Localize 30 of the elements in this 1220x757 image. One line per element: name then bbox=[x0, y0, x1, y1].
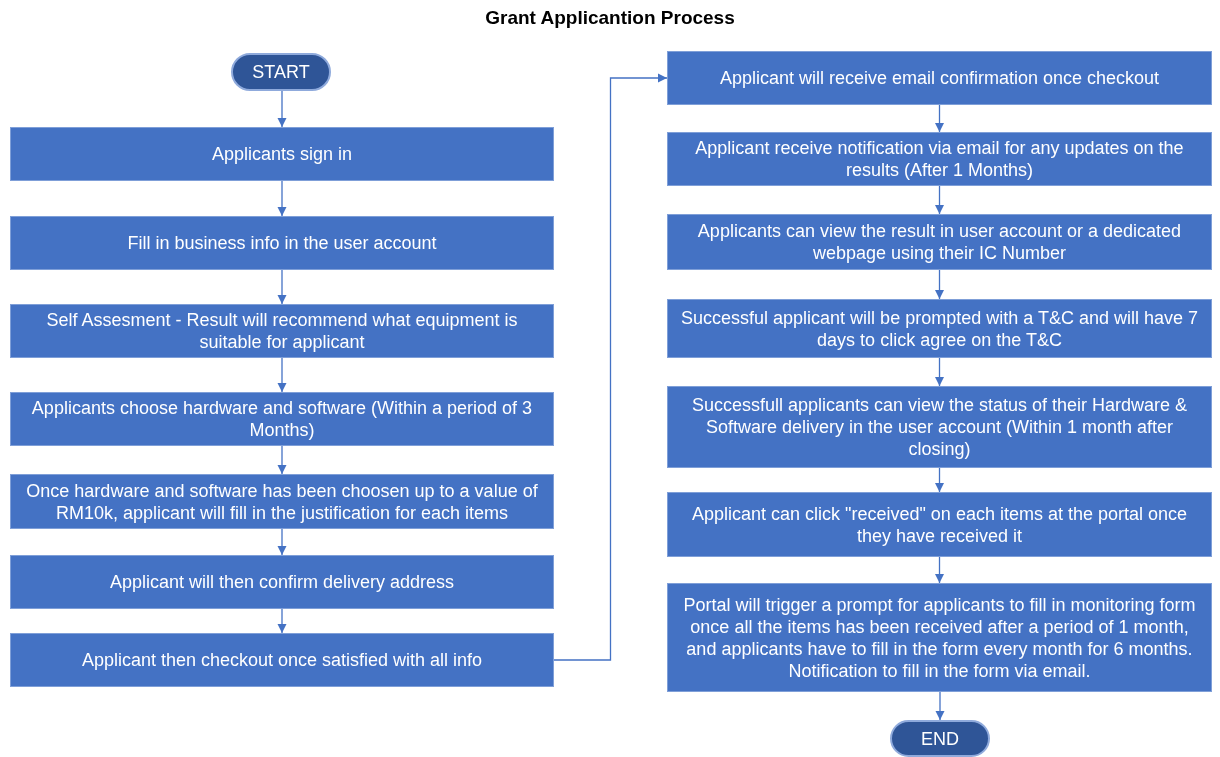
arrow bbox=[277, 90, 287, 128]
process-box: Applicants sign in bbox=[10, 127, 554, 181]
arrow bbox=[935, 691, 945, 721]
diagram-title: Grant Applicantion Process bbox=[484, 7, 736, 29]
arrow bbox=[277, 269, 287, 305]
process-box: Successful applicant will be prompted with a T&C and will have 7 days to click agree on the T&C bbox=[667, 299, 1212, 358]
arrow bbox=[277, 528, 287, 556]
process-box: Applicant can click "received" on each items at the portal once they have received it bbox=[667, 492, 1212, 557]
process-box: Successfull applicants can view the status of their Hardware & Software delivery in the user account (Within 1 month after closing) bbox=[667, 386, 1212, 468]
arrow bbox=[277, 445, 287, 475]
process-box: Applicants can view the result in user account or a dedicated webpage using their IC Number bbox=[667, 214, 1212, 270]
process-box: Applicant will receive email confirmation once checkout bbox=[667, 51, 1212, 105]
arrow bbox=[934, 467, 945, 493]
arrow bbox=[934, 357, 945, 387]
process-box: Fill in business info in the user account bbox=[10, 216, 554, 270]
arrow bbox=[553, 73, 668, 661]
process-box: Once hardware and software has been choosen up to a value of RM10k, applicant will fill in the justification for each items bbox=[10, 474, 554, 529]
arrow bbox=[277, 357, 287, 393]
arrow bbox=[277, 180, 287, 217]
arrow bbox=[277, 608, 287, 634]
process-box: Self Assesment - Result will recommend what equipment is suitable for applicant bbox=[10, 304, 554, 358]
arrow bbox=[934, 556, 945, 584]
arrow bbox=[934, 269, 945, 300]
process-box: Applicant receive notification via email for any updates on the results (After 1 Months) bbox=[667, 132, 1212, 186]
process-box: Portal will trigger a prompt for applicants to fill in monitoring form once all the items has been received after a period of 1 month, and applicants have to fill in the form every month for 6 months. Notification to fill in the form via email. bbox=[667, 583, 1212, 692]
process-box: Applicant will then confirm delivery address bbox=[10, 555, 554, 609]
process-box: Applicant then checkout once satisfied with all info bbox=[10, 633, 554, 687]
arrow bbox=[934, 104, 945, 133]
process-box: Applicants choose hardware and software (Within a period of 3 Months) bbox=[10, 392, 554, 446]
arrow bbox=[934, 185, 945, 215]
